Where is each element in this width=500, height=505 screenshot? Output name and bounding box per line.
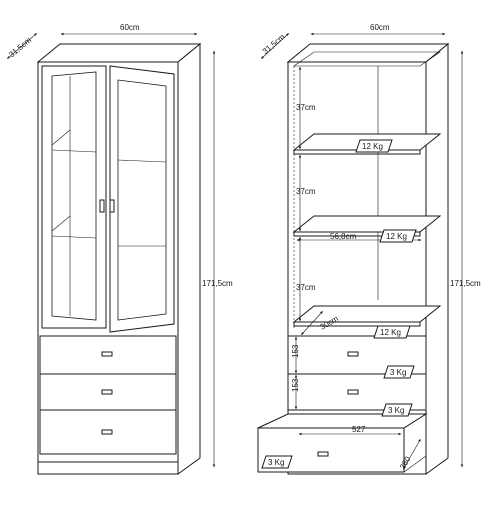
shelf-2 — [292, 215, 442, 237]
shelf-spacing-bottom-label: 37cm — [296, 283, 316, 292]
right-drawer-1-handle — [347, 351, 359, 357]
right-drawer-2-handle — [347, 389, 359, 395]
left-cabinet — [36, 42, 202, 475]
left-cabinet-side — [177, 42, 201, 475]
shelf-spacing-top-label: 37cm — [296, 103, 316, 112]
left-drawer-1-handle — [101, 351, 113, 357]
shelf-load-tag-1: 12 Kg — [355, 139, 393, 153]
drawer-inner-width-label: 527 — [352, 425, 366, 434]
drawer-height-1-label: 153 — [291, 344, 300, 358]
left-glass-door — [41, 65, 107, 329]
left-width-label: 60cm — [120, 23, 140, 32]
drawer-load-tag-1: 3 Kg — [383, 365, 415, 379]
left-depth-label: 31,5cm — [7, 35, 33, 59]
svg-text:12 Kg: 12 Kg — [362, 142, 383, 151]
shelf-3 — [292, 305, 442, 327]
left-depth-dim-line — [6, 33, 38, 59]
right-dimensions: 60cm 31,5cm 171,5cm 37cm 37cm 37cm 56,8c… — [261, 23, 481, 471]
left-drawer-3-handle — [101, 429, 113, 435]
drawer-load-tag-3: 3 Kg — [261, 455, 293, 469]
svg-text:3 Kg: 3 Kg — [268, 458, 284, 467]
svg-text:12 Kg: 12 Kg — [386, 232, 407, 241]
left-door-handle — [99, 199, 105, 213]
right-width-label: 60cm — [370, 23, 390, 32]
svg-text:12 Kg: 12 Kg — [380, 328, 401, 337]
shelf-load-tag-3: 12 Kg — [373, 325, 411, 339]
right-door-handle — [109, 199, 115, 213]
left-drawer-3 — [39, 409, 177, 455]
shelf-load-tag-2: 12 Kg — [379, 229, 417, 243]
left-height-label: 171,5cm — [202, 279, 233, 288]
right-depth-dim-line — [260, 32, 290, 60]
drawer-height-2-label: 153 — [291, 378, 300, 392]
right-cabinet — [257, 42, 450, 475]
svg-text:3 Kg: 3 Kg — [390, 368, 406, 377]
right-cabinet-top — [286, 43, 450, 63]
right-cabinet-side — [425, 42, 449, 475]
left-drawer-2-handle — [101, 389, 113, 395]
right-drawer-3-handle — [317, 451, 329, 457]
right-height-label: 171,5cm — [450, 279, 481, 288]
right-glass-door — [109, 65, 175, 333]
right-drawer-3-open — [257, 413, 428, 473]
shelf-spacing-mid-label: 37cm — [296, 187, 316, 196]
left-cabinet-top — [36, 43, 202, 63]
right-drawer-2 — [287, 373, 427, 411]
svg-text:3 Kg: 3 Kg — [388, 406, 404, 415]
right-depth-label: 31,5cm — [261, 32, 287, 56]
inner-width-label: 56,8cm — [330, 232, 357, 241]
drawer-load-tag-2: 3 Kg — [381, 403, 413, 417]
